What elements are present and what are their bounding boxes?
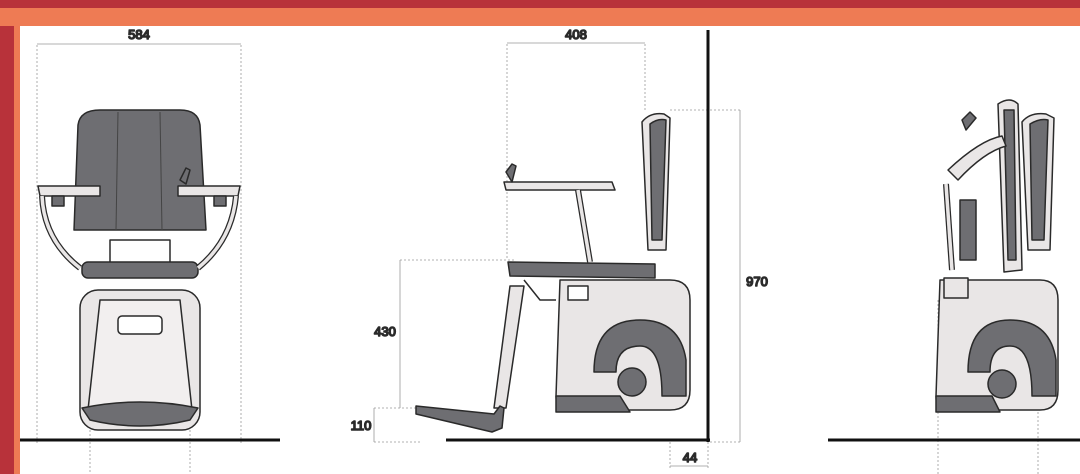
side-seat	[507, 261, 656, 279]
front-view: 584	[36, 26, 242, 474]
folded-footrest	[943, 277, 969, 299]
folded-drive-cover	[967, 319, 1057, 397]
side-drive-wheel	[617, 367, 647, 397]
front-width-dimension	[36, 43, 242, 474]
side-base-skirt	[555, 395, 631, 413]
seat-depth-label: 408	[565, 27, 587, 42]
front-armrest-left	[37, 185, 101, 197]
front-control-panel	[117, 315, 163, 335]
folded-drive-wheel	[987, 369, 1017, 399]
seat-height-label: 430	[374, 324, 396, 339]
front-seat	[81, 261, 199, 279]
front-footrest	[81, 401, 199, 427]
front-armrest-right	[177, 185, 241, 197]
front-width-label: 584	[128, 27, 150, 42]
folded-armrest	[947, 135, 1007, 181]
front-backrest	[73, 109, 207, 231]
side-view: 408 430 110 970 44	[350, 26, 769, 470]
side-armrest	[503, 181, 616, 191]
side-swivel-lever	[567, 285, 589, 301]
side-dimensions	[373, 42, 741, 470]
side-footrest	[415, 405, 505, 433]
footrest-height-label: 110	[351, 418, 372, 433]
side-drive-cover	[593, 319, 687, 397]
overall-height-label: 970	[746, 274, 768, 289]
side-footrest-arm	[493, 285, 525, 409]
wall-gap-label: 44	[683, 450, 697, 465]
front-joystick	[179, 167, 191, 185]
folded-view	[935, 99, 1059, 474]
top-accent-band	[0, 8, 1080, 26]
